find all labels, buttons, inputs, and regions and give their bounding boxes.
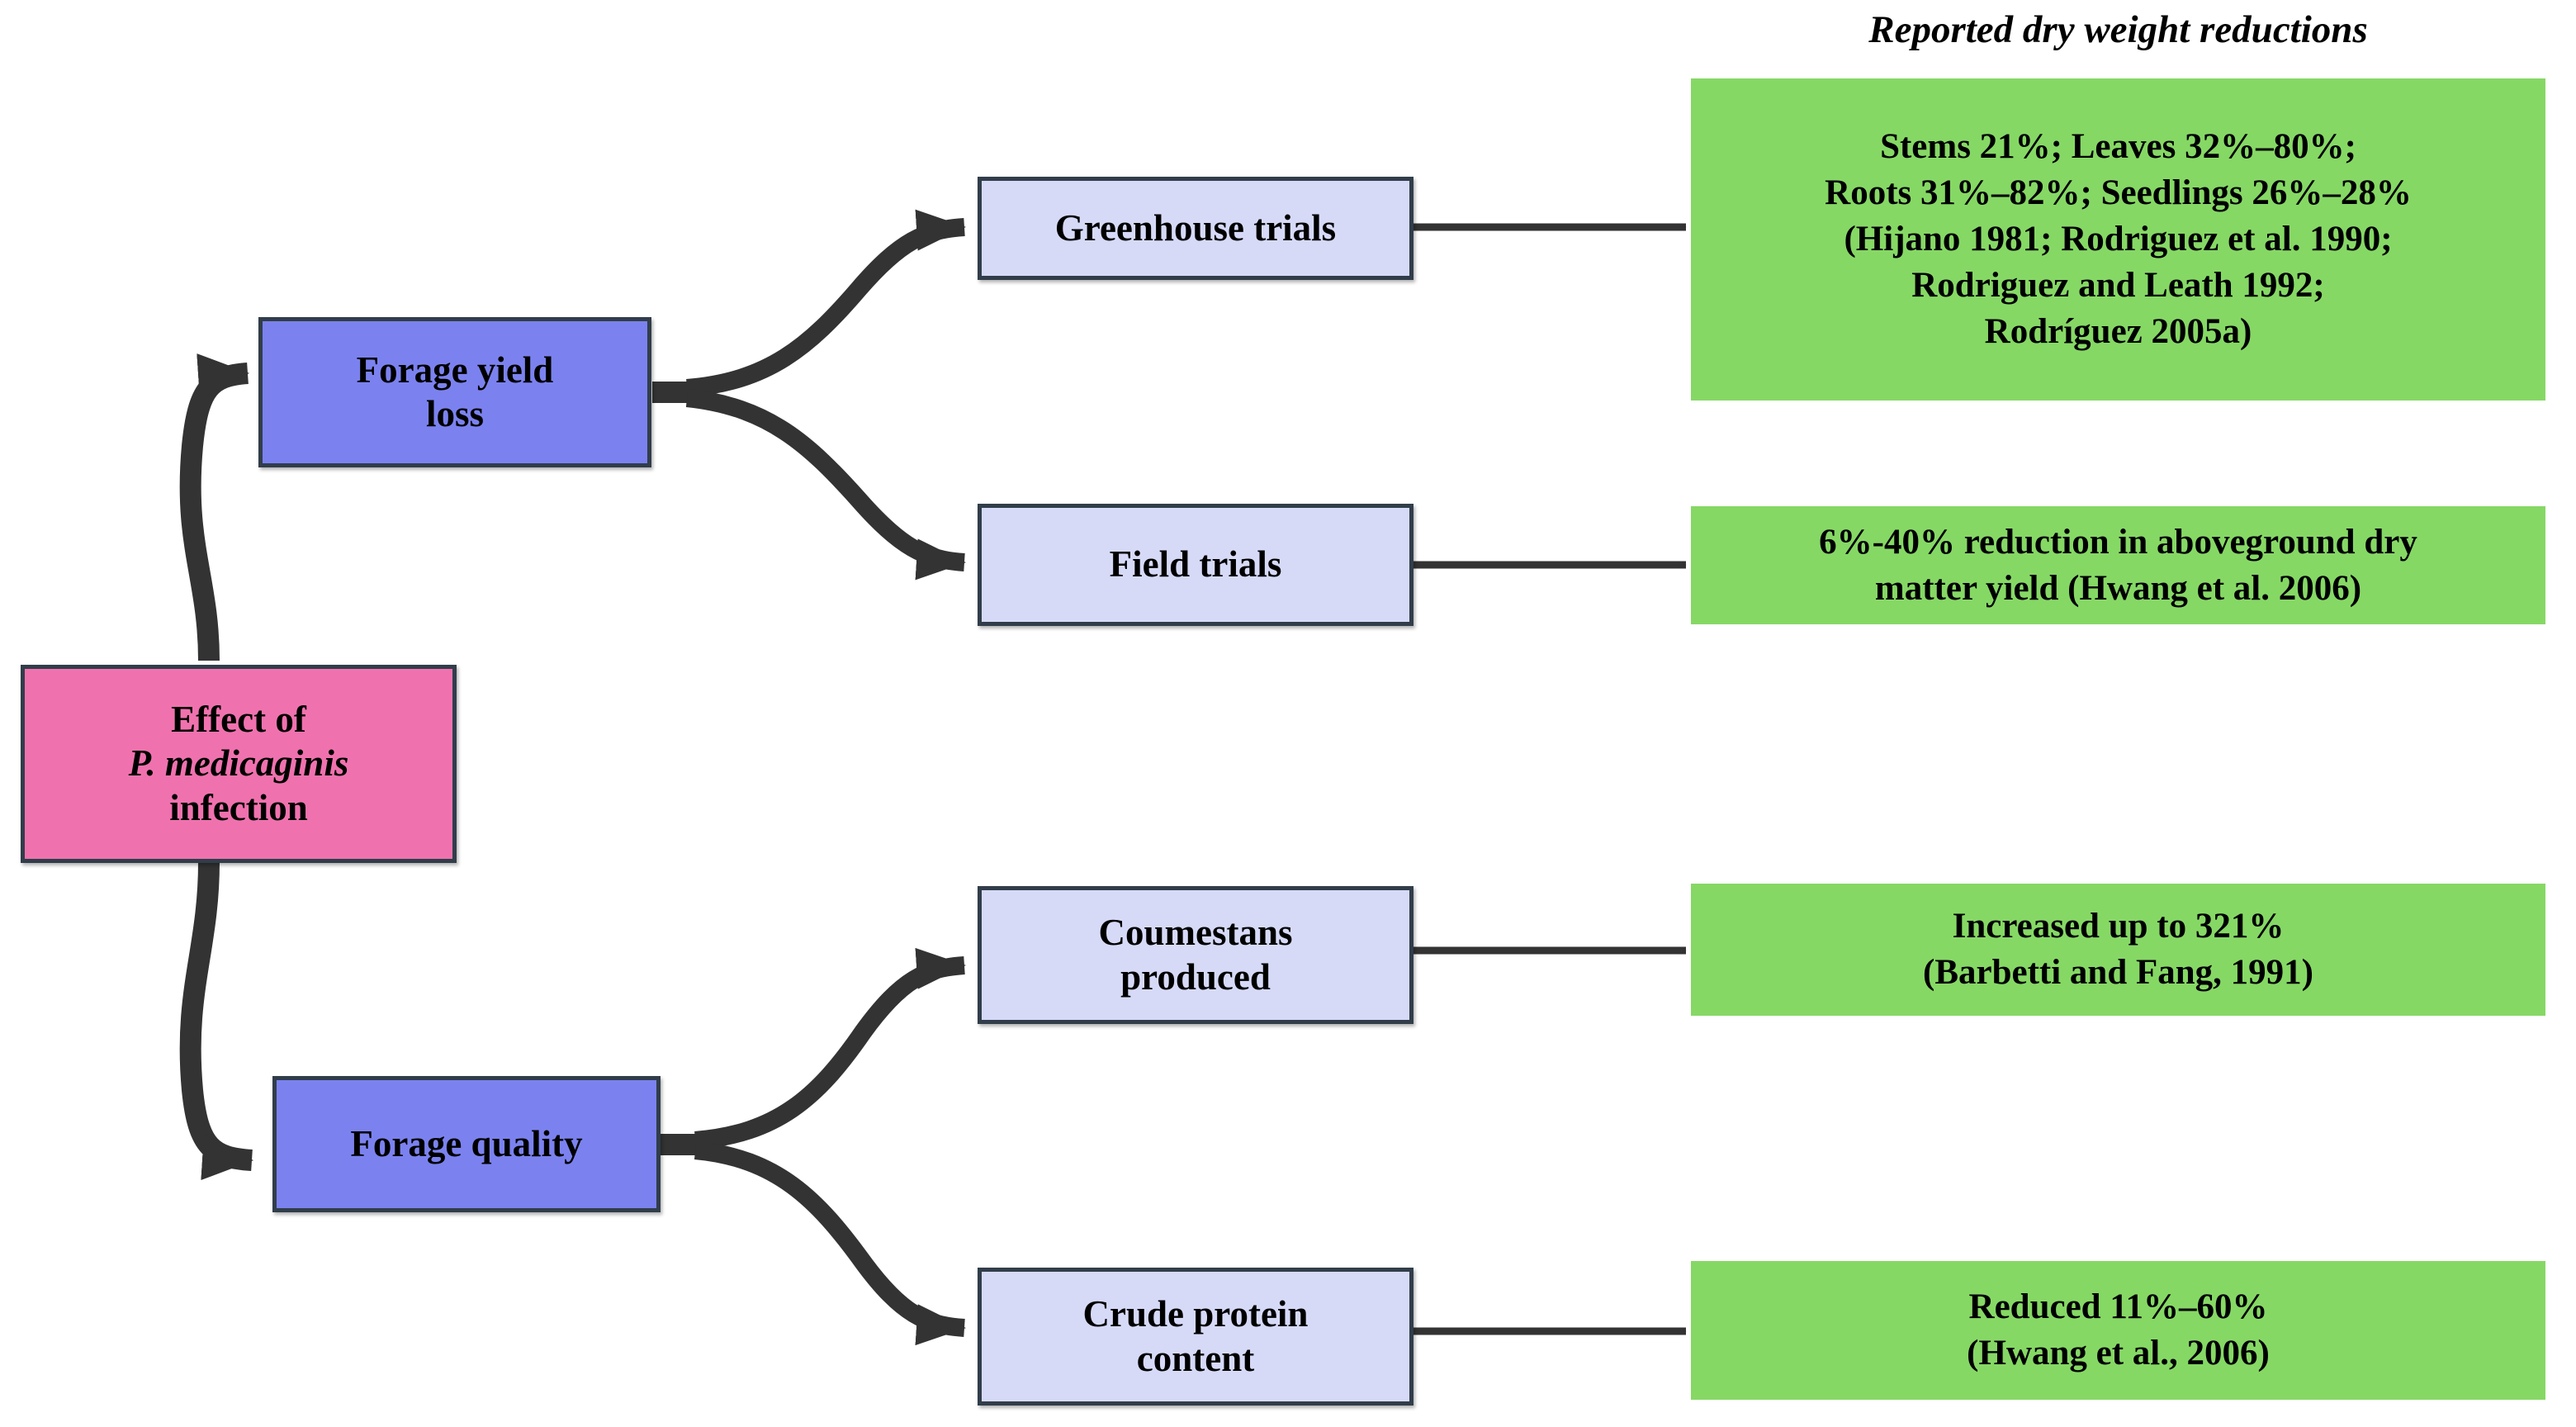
outcome-crude-protein-reduction: Reduced 11%–60% (Hwang et al., 2006) [1691,1261,2545,1400]
edge-source-to-forage-yield-loss [179,353,249,661]
outcome-greenhouse-dry-weight-reductions: Stems 21%; Leaves 32%–80%; Roots 31%–82%… [1691,78,2545,401]
edge-quality-to-crude-protein [694,1141,966,1346]
node-effect-of-p-medicaginis-infection[interactable]: Effect of P. medicaginis infection [21,665,457,863]
node-coumestans-produced[interactable]: Coumestans produced [978,886,1413,1024]
outcome-coumestans-increase: Increased up to 321% (Barbetti and Fang,… [1691,884,2545,1016]
node-greenhouse-trials[interactable]: Greenhouse trials [978,177,1413,280]
source-line-3: infection [169,786,308,828]
edge-quality-to-coumestans [694,947,966,1150]
node-crude-protein-content[interactable]: Crude protein content [978,1268,1413,1406]
source-line-1: Effect of [171,699,306,741]
node-forage-yield-loss[interactable]: Forage yield loss [258,317,651,467]
column-header-reported-reductions: Reported dry weight reductions [1868,8,2368,51]
edge-yield-to-greenhouse [686,209,966,397]
outcome-field-dry-matter-yield: 6%-40% reduction in aboveground dry matt… [1691,506,2545,624]
node-field-trials[interactable]: Field trials [978,504,1413,626]
edge-yield-to-field [685,389,966,581]
node-forage-quality[interactable]: Forage quality [272,1076,661,1212]
source-line-2-species: P. medicaginis [128,742,349,785]
edge-source-to-forage-quality [179,861,253,1181]
